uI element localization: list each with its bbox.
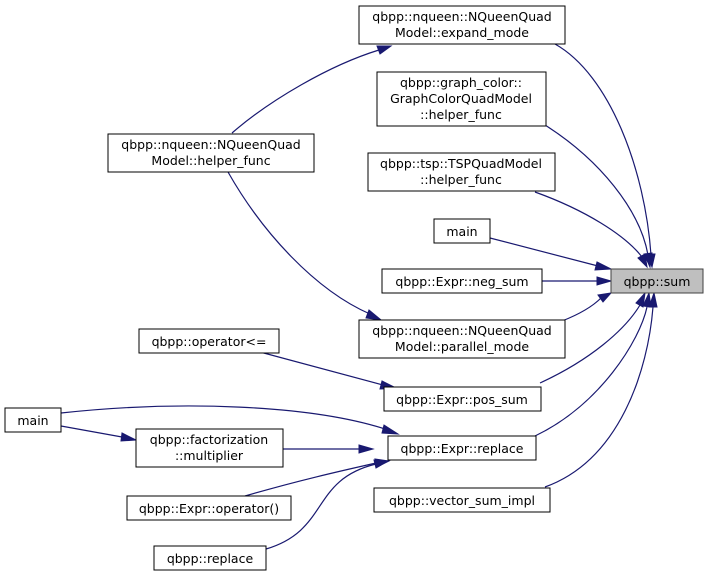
edge-nqueen-helper-to-parallel-mode xyxy=(227,171,371,315)
node-operator-le[interactable]: qbpp::operator<= xyxy=(138,328,280,354)
edge-pos-sum-to-sum xyxy=(539,304,641,384)
node-label: qbpp::sum xyxy=(624,274,691,289)
edge-nqueen-helper-to-expand-mode xyxy=(231,49,380,134)
node-label: qbpp::vector_sum_impl xyxy=(389,493,535,508)
node-label: qbpp::replace xyxy=(167,551,254,566)
edge-arrowhead xyxy=(365,309,383,321)
node-parallel-mode[interactable]: qbpp::nqueen::NQueenQuad Model::parallel… xyxy=(358,319,566,359)
node-label: ::multiplier xyxy=(175,448,244,463)
edge-main-left-to-multiplier xyxy=(60,425,123,438)
node-label: Model::parallel_mode xyxy=(395,339,529,354)
edge-arrowhead xyxy=(594,261,613,271)
edges xyxy=(60,43,658,550)
node-label: qbpp::tsp::TSPQuadModel xyxy=(380,156,542,171)
node-factorization-multiplier[interactable]: qbpp::factorization ::multiplier xyxy=(135,428,284,468)
node-main-left[interactable]: main xyxy=(4,407,62,433)
node-label: qbpp::Expr::replace xyxy=(401,441,524,456)
edge-arrowhead xyxy=(376,45,393,55)
node-label: Model::helper_func xyxy=(151,153,270,168)
node-label: GraphColorQuadModel xyxy=(390,91,532,106)
edge-arrowhead xyxy=(643,252,653,269)
node-label: main xyxy=(446,224,477,239)
edge-vector-sum-impl-to-sum xyxy=(544,306,654,488)
node-expr-replace[interactable]: qbpp::Expr::replace xyxy=(387,435,537,461)
edge-main-top-to-sum xyxy=(489,237,599,267)
edge-arrowhead xyxy=(648,291,658,308)
edge-arrowhead xyxy=(635,291,646,308)
node-label: qbpp::Expr::neg_sum xyxy=(395,274,528,289)
edge-arrowhead xyxy=(596,276,613,286)
node-label: ::helper_func xyxy=(420,172,502,187)
node-expand-mode[interactable]: qbpp::nqueen::NQueenQuad Model::expand_m… xyxy=(358,5,566,45)
node-tsp-helper[interactable]: qbpp::tsp::TSPQuadModel ::helper_func xyxy=(367,152,556,192)
node-label: ::helper_func xyxy=(420,107,502,122)
edge-arrowhead xyxy=(373,459,390,469)
edge-arrowhead xyxy=(637,253,648,269)
edge-expand-mode-to-sum xyxy=(554,43,652,256)
node-label: qbpp::Expr::pos_sum xyxy=(396,392,528,407)
edge-arrowhead xyxy=(381,424,400,435)
node-label: qbpp::graph_color:: xyxy=(400,75,522,90)
node-vector-sum-impl[interactable]: qbpp::vector_sum_impl xyxy=(373,487,551,513)
node-nqueen-helper[interactable]: qbpp::nqueen::NQueenQuad Model::helper_f… xyxy=(107,133,315,173)
node-neg-sum[interactable]: qbpp::Expr::neg_sum xyxy=(381,268,543,294)
node-qbpp-replace[interactable]: qbpp::replace xyxy=(153,545,267,571)
node-label: qbpp::nqueen::NQueenQuad xyxy=(372,323,551,338)
node-main-top[interactable]: main xyxy=(433,218,491,244)
edge-operator-call-to-expr-replace xyxy=(244,462,377,497)
edge-parallel-mode-to-sum xyxy=(561,297,602,322)
node-label: qbpp::nqueen::NQueenQuad xyxy=(121,137,300,152)
edge-tsp-helper-to-sum xyxy=(534,191,643,258)
edge-main-left-to-expr-replace xyxy=(60,405,386,430)
node-label: qbpp::nqueen::NQueenQuad xyxy=(372,9,551,24)
edge-arrowhead xyxy=(120,432,138,442)
edge-arrowhead xyxy=(597,292,613,303)
node-graph-color-helper[interactable]: qbpp::graph_color:: GraphColorQuadModel … xyxy=(376,71,547,127)
node-label: qbpp::factorization xyxy=(150,432,268,447)
node-pos-sum[interactable]: qbpp::Expr::pos_sum xyxy=(383,386,542,412)
node-sum[interactable]: qbpp::sum xyxy=(610,268,704,294)
node-label: qbpp::Expr::operator() xyxy=(139,501,279,516)
edge-qbpp-replace-to-expr-replace xyxy=(265,463,377,550)
edge-operator-le-to-pos-sum xyxy=(259,351,384,386)
node-label: Model::expand_mode xyxy=(395,25,529,40)
node-label: main xyxy=(17,413,48,428)
edge-arrowhead xyxy=(358,444,375,454)
edge-expr-replace-to-sum xyxy=(534,306,648,437)
node-label: qbpp::operator<= xyxy=(152,334,267,349)
edge-graph-color-helper-to-sum xyxy=(544,124,649,256)
edge-arrowhead xyxy=(642,291,652,308)
node-expr-operator-call[interactable]: qbpp::Expr::operator() xyxy=(126,495,292,521)
